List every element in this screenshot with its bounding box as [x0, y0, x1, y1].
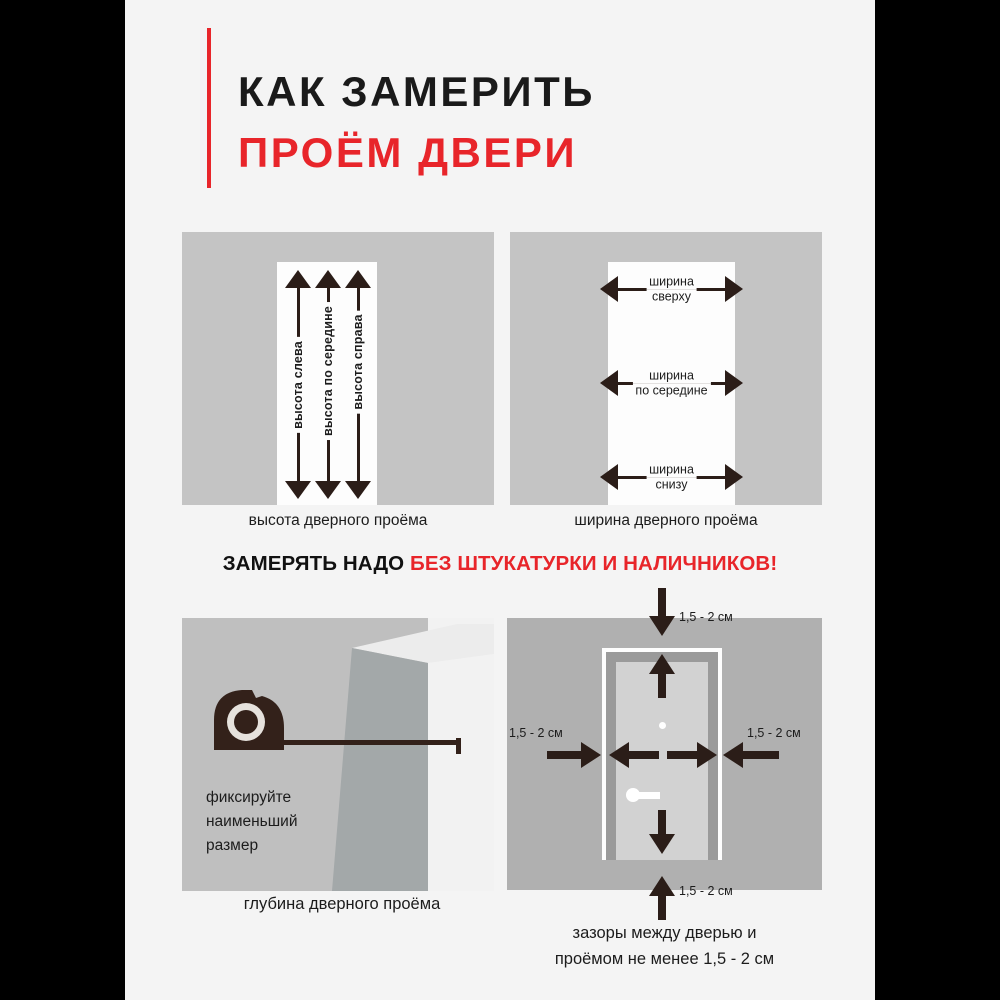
depth-note-line-3: размер	[206, 837, 259, 855]
gap-arrow-bottom-outer	[649, 876, 675, 920]
arrow-head-right-icon	[725, 276, 743, 302]
arrow-head-left-icon	[723, 742, 743, 768]
arrow-head-down-icon	[285, 481, 311, 499]
arrow-head-up-icon	[649, 654, 675, 674]
gap-label-bottom: 1,5 - 2 см	[679, 884, 733, 898]
arrow-head-right-icon	[725, 370, 743, 396]
arrow-head-left-icon	[600, 464, 618, 490]
gap-arrow-left-inner	[609, 742, 659, 768]
caption-door-gaps-line-2: проёмом не менее 1,5 - 2 см	[554, 950, 775, 969]
caption-door-width: ширина дверного проёма	[574, 512, 758, 529]
title-line-2: ПРОЁМ ДВЕРИ	[238, 128, 578, 176]
arrow-head-right-icon	[697, 742, 717, 768]
poster-sheet: КАК ЗАМЕРИТЬ ПРОЁМ ДВЕРИ высота слева вы…	[125, 0, 875, 1000]
height-arrow-right: высота справа	[345, 270, 371, 499]
door-handle-bar-icon	[636, 791, 660, 799]
arrow-head-down-icon	[315, 481, 341, 499]
poster-header: КАК ЗАМЕРИТЬ ПРОЁМ ДВЕРИ	[125, 0, 875, 200]
width-arrow-top: ширина сверху	[600, 274, 743, 304]
gap-arrow-left-outer	[547, 742, 603, 768]
arrow-head-right-icon	[725, 464, 743, 490]
gap-arrow-right-outer	[723, 742, 779, 768]
height-middle-label: высота по середине	[320, 301, 336, 440]
caption-door-height: высота дверного проёма	[248, 512, 428, 529]
height-left-label: высота слева	[290, 336, 306, 433]
arrow-shaft	[667, 751, 699, 759]
width-top-label-line2: сверху	[646, 289, 697, 304]
red-accent-bar	[207, 28, 211, 188]
height-arrow-middle: высота по середине	[315, 270, 341, 499]
arrow-head-left-icon	[600, 370, 618, 396]
tape-measure-icon	[214, 690, 461, 754]
arrow-head-left-icon	[600, 276, 618, 302]
door-jamb-illustration	[182, 618, 494, 891]
page-title: КАК ЗАМЕРИТЬ ПРОЁМ ДВЕРИ	[238, 62, 798, 184]
panel-door-depth: фиксируйте наименьший размер	[182, 618, 494, 891]
arrow-head-right-icon	[581, 742, 601, 768]
width-arrow-middle: ширина по середине	[600, 368, 743, 398]
width-middle-label: ширина по середине	[632, 368, 711, 398]
title-line-1: КАК ЗАМЕРИТЬ	[238, 68, 595, 115]
panel-door-height: высота слева высота по середине высота с…	[182, 232, 494, 505]
caption-door-gaps: зазоры между дверью и проёмом не менее 1…	[497, 920, 832, 973]
caption-door-depth: глубина дверного проёма	[243, 895, 441, 913]
gap-label-top: 1,5 - 2 см	[679, 610, 733, 624]
depth-note-line-1: фиксируйте	[206, 789, 292, 806]
gap-arrow-top-inner	[649, 654, 675, 698]
gap-arrow-bottom-inner	[649, 810, 675, 858]
arrow-shaft	[627, 751, 659, 759]
door-opening-white-area: высота слева высота по середине высота с…	[277, 262, 377, 505]
depth-note: фиксируйте наименьший размер	[206, 786, 298, 858]
gap-label-right: 1,5 - 2 см	[747, 726, 801, 740]
gap-arrow-top-outer	[649, 588, 675, 636]
arrow-head-down-icon	[345, 481, 371, 499]
gap-arrow-right-inner	[667, 742, 717, 768]
width-bottom-label-line1: ширина	[646, 462, 697, 477]
width-bottom-label: ширина снизу	[646, 462, 697, 492]
warning-text-red: БЕЗ ШТУКАТУРКИ И НАЛИЧНИКОВ!	[410, 552, 778, 575]
gap-label-left: 1,5 - 2 см	[509, 726, 563, 740]
arrow-shaft	[658, 672, 666, 698]
arrow-head-down-icon	[649, 834, 675, 854]
width-top-label: ширина сверху	[646, 274, 697, 304]
arrow-shaft	[658, 588, 666, 620]
width-middle-label-line1: ширина	[632, 368, 711, 383]
warning-text-black: ЗАМЕРЯТЬ НАДО	[222, 552, 410, 575]
arrow-head-up-icon	[315, 270, 341, 288]
arrow-shaft	[658, 894, 666, 920]
arrow-head-up-icon	[285, 270, 311, 288]
width-bottom-label-line2: снизу	[646, 477, 697, 492]
width-middle-label-line2: по середине	[632, 383, 711, 398]
depth-note-line-2: наименьший	[206, 813, 298, 831]
peephole-icon	[658, 722, 666, 729]
height-right-label: высота справа	[350, 309, 366, 414]
arrow-head-down-icon	[649, 616, 675, 636]
arrow-head-up-icon	[649, 876, 675, 896]
warning-banner: ЗАМЕРЯТЬ НАДО БЕЗ ШТУКАТУРКИ И НАЛИЧНИКО…	[125, 552, 875, 576]
arrow-head-left-icon	[609, 742, 629, 768]
width-top-label-line1: ширина	[646, 274, 697, 289]
arrow-head-up-icon	[345, 270, 371, 288]
arrow-shaft	[547, 751, 583, 759]
panel-door-gaps: 1,5 - 2 см 1,5 - 2 см 1,5 - 2	[507, 588, 822, 920]
door-opening-white-area: ширина сверху ширина по середине	[600, 262, 743, 505]
arrow-shaft	[741, 751, 779, 759]
width-arrow-bottom: ширина снизу	[600, 462, 743, 492]
arrow-shaft	[658, 810, 666, 838]
height-arrow-left: высота слева	[285, 270, 311, 499]
caption-door-gaps-line-1: зазоры между дверью и	[572, 924, 757, 942]
panel-door-width: ширина сверху ширина по середине	[510, 232, 822, 505]
